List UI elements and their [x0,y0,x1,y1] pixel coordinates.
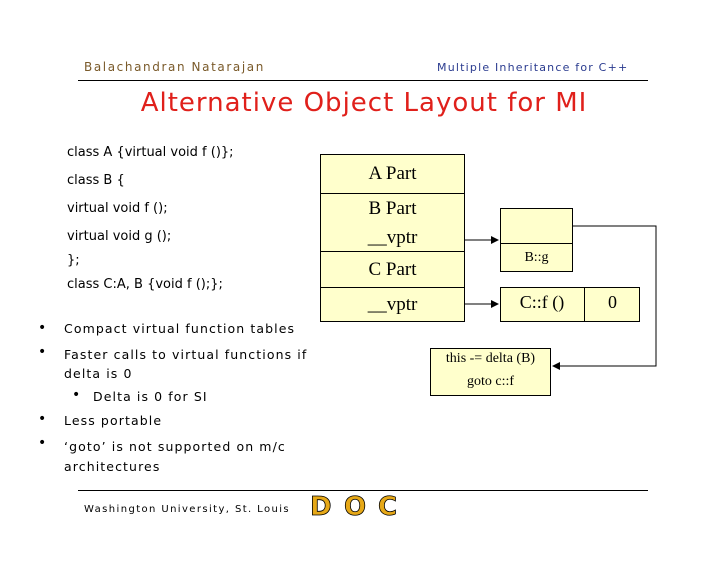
logo-letter-o: O [344,492,366,519]
vtable-c [500,287,640,322]
vtable-b [500,208,573,272]
vptr-1-cell: __vptr [320,224,465,252]
a-part-label: A Part [368,162,417,184]
bullet-dot: • [38,411,48,427]
vtable-cf-entry: C::f () [519,292,565,312]
bullet-4: ‘goto’ is not supported on m/c architect… [64,439,286,474]
vptr-2-cell: __vptr [320,287,465,322]
c-part-cell: C Part [320,252,465,287]
author-name: Balachandran Natarajan [84,60,265,74]
b-part-label: B Part [368,198,417,219]
sub-bullet-dot: • [72,387,82,403]
vptr-2-label: __vptr [367,294,418,315]
a-part-cell: A Part [320,154,465,194]
thunk-line-1: this -= delta (B) [445,351,536,366]
bullet-3: Less portable [64,413,163,428]
b-part-cell: B Part [320,194,465,224]
footer-divider [78,490,648,491]
vptr-1-label: __vptr [367,226,418,248]
thunk-arrow [552,225,657,370]
vtable-b-divider [500,243,573,244]
header-divider [78,80,648,81]
vtable-cf-delta: 0 [608,292,617,312]
vtable-c-divider [584,287,585,322]
doc-logo-icon: D O C [310,492,398,523]
bullet-1: Compact virtual function tables [64,321,296,336]
sub-bullet-1: Delta is 0 for SI [93,389,208,404]
code-line-3: virtual void f (); [67,201,168,216]
slide-title: Alternative Object Layout for MI [140,88,588,118]
bullet-dot: • [38,344,48,360]
code-line-6: class C:A, B {void f ();}; [67,277,223,292]
institution-name: Washington University, St. Louis [84,504,291,515]
thunk-line-2: goto c::f [466,374,515,389]
code-line-5: }; [67,253,80,268]
course-title: Multiple Inheritance for C++ [437,61,629,74]
object-layout-box [320,154,465,322]
code-line-1: class A {virtual void f ()}; [67,145,234,160]
c-part-label: C Part [368,258,417,280]
doc-logo: D O C [308,491,404,523]
code-line-2: class B { [67,173,125,188]
thunk-box [430,348,551,396]
code-line-4: virtual void g (); [67,229,172,244]
vtable-bg-entry: B::g [524,250,549,265]
logo-letter-d: D [310,492,332,519]
bullet-2: Faster calls to virtual functions if del… [64,347,308,381]
bullet-dot: • [38,320,48,336]
logo-letter-c: C [378,492,397,519]
bullet-dot: • [38,435,48,451]
